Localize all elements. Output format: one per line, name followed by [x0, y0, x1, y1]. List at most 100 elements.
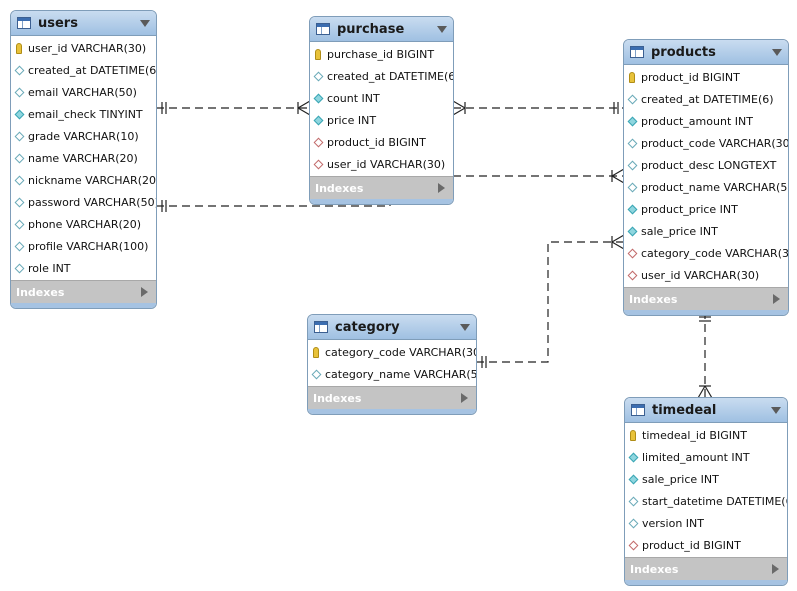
indexes-section[interactable]: Indexes: [624, 287, 788, 310]
column-row[interactable]: profile VARCHAR(100): [11, 235, 156, 257]
column-row[interactable]: category_name VARCHAR(50): [308, 363, 476, 385]
indexes-section[interactable]: Indexes: [625, 557, 787, 580]
indexes-section[interactable]: Indexes: [310, 176, 453, 199]
column-row[interactable]: grade VARCHAR(10): [11, 125, 156, 147]
column-label: grade VARCHAR(10): [28, 129, 139, 143]
column-row[interactable]: product_id BIGINT: [625, 534, 787, 556]
foreign-key-icon: [313, 137, 324, 147]
column-row[interactable]: timedeal_id BIGINT: [625, 424, 787, 446]
column-label: product_code VARCHAR(30): [641, 136, 789, 150]
one-mandatory-marker: [613, 102, 619, 114]
column-row[interactable]: start_datetime DATETIME(6): [625, 490, 787, 512]
column-row[interactable]: created_at DATETIME(6): [310, 65, 453, 87]
many-crowfoot-marker: [297, 100, 311, 116]
entity-timedeal[interactable]: timedeal timedeal_id BIGINT limited_amoun…: [624, 397, 788, 586]
primary-key-icon: [16, 42, 22, 54]
column-row[interactable]: purchase_id BIGINT: [310, 43, 453, 65]
column-row[interactable]: price INT: [310, 109, 453, 131]
entity-purchase[interactable]: purchase purchase_id BIGINT created_at DA…: [309, 16, 454, 205]
column-row[interactable]: nickname VARCHAR(200): [11, 169, 156, 191]
entity-header[interactable]: purchase: [310, 17, 453, 42]
indexes-label: Indexes: [313, 391, 362, 405]
column-row[interactable]: limited_amount INT: [625, 446, 787, 468]
column-label: timedeal_id BIGINT: [642, 428, 747, 442]
column-row[interactable]: email_check TINYINT: [11, 103, 156, 125]
column-row[interactable]: role INT: [11, 257, 156, 279]
foreign-key-icon: [627, 270, 638, 280]
column-label: password VARCHAR(50): [28, 195, 157, 209]
not-null-column-icon: [313, 115, 324, 125]
many-crowfoot-marker: [611, 234, 625, 250]
nullable-column-icon: [14, 175, 25, 185]
column-row[interactable]: sale_price INT: [624, 220, 788, 242]
column-label: user_id VARCHAR(30): [28, 41, 147, 55]
column-row[interactable]: user_id VARCHAR(30): [624, 264, 788, 286]
column-row[interactable]: phone VARCHAR(20): [11, 213, 156, 235]
entity-header[interactable]: products: [624, 40, 788, 65]
column-row[interactable]: category_code VARCHAR(30): [308, 341, 476, 363]
column-label: product_id BIGINT: [327, 135, 426, 149]
column-label: created_at DATETIME(6): [327, 69, 454, 83]
entity-bottom-bar: [11, 303, 156, 308]
nullable-column-icon: [311, 369, 322, 379]
many-crowfoot-marker: [452, 100, 466, 116]
column-row[interactable]: count INT: [310, 87, 453, 109]
column-row[interactable]: password VARCHAR(50): [11, 191, 156, 213]
collapse-arrow-icon[interactable]: [140, 19, 150, 27]
entity-bottom-bar: [625, 580, 787, 585]
not-null-column-icon: [628, 474, 639, 484]
column-row[interactable]: sale_price INT: [625, 468, 787, 490]
nullable-column-icon: [627, 182, 638, 192]
column-row[interactable]: version INT: [625, 512, 787, 534]
nullable-column-icon: [14, 87, 25, 97]
entity-category[interactable]: category category_code VARCHAR(30) catego…: [307, 314, 477, 415]
column-row[interactable]: name VARCHAR(20): [11, 147, 156, 169]
relationship-category-products[interactable]: [476, 241, 624, 363]
many-crowfoot-marker: [697, 385, 713, 399]
column-row[interactable]: product_price INT: [624, 198, 788, 220]
entity-users[interactable]: users user_id VARCHAR(30) created_at DATE…: [10, 10, 157, 309]
collapse-arrow-icon[interactable]: [772, 48, 782, 56]
column-label: email VARCHAR(50): [28, 85, 137, 99]
column-row[interactable]: created_at DATETIME(6): [624, 88, 788, 110]
entity-header[interactable]: category: [308, 315, 476, 340]
collapse-arrow-icon[interactable]: [437, 25, 447, 33]
expand-arrow-icon[interactable]: [461, 393, 468, 403]
column-row[interactable]: user_id VARCHAR(30): [11, 37, 156, 59]
column-label: name VARCHAR(20): [28, 151, 138, 165]
entity-title: users: [38, 15, 78, 31]
column-row[interactable]: created_at DATETIME(6): [11, 59, 156, 81]
indexes-label: Indexes: [629, 292, 678, 306]
indexes-section[interactable]: Indexes: [11, 280, 156, 303]
column-row[interactable]: product_name VARCHAR(50): [624, 176, 788, 198]
expand-arrow-icon[interactable]: [773, 294, 780, 304]
entity-title: timedeal: [652, 402, 717, 418]
collapse-arrow-icon[interactable]: [771, 406, 781, 414]
entity-bottom-bar: [308, 409, 476, 414]
column-row[interactable]: product_desc LONGTEXT: [624, 154, 788, 176]
table-icon: [314, 321, 328, 333]
column-row[interactable]: product_amount INT: [624, 110, 788, 132]
expand-arrow-icon[interactable]: [438, 183, 445, 193]
not-null-column-icon: [628, 452, 639, 462]
expand-arrow-icon[interactable]: [141, 287, 148, 297]
column-row[interactable]: product_id BIGINT: [310, 131, 453, 153]
nullable-column-icon: [313, 71, 324, 81]
entity-header[interactable]: users: [11, 11, 156, 36]
expand-arrow-icon[interactable]: [772, 564, 779, 574]
entity-header[interactable]: timedeal: [625, 398, 787, 423]
column-row[interactable]: category_code VARCHAR(30): [624, 242, 788, 264]
column-label: created_at DATETIME(6): [28, 63, 157, 77]
column-row[interactable]: user_id VARCHAR(30): [310, 153, 453, 175]
column-row[interactable]: email VARCHAR(50): [11, 81, 156, 103]
column-label: category_code VARCHAR(30): [325, 345, 477, 359]
column-row[interactable]: product_id BIGINT: [624, 66, 788, 88]
foreign-key-icon: [313, 159, 324, 169]
column-row[interactable]: product_code VARCHAR(30): [624, 132, 788, 154]
indexes-section[interactable]: Indexes: [308, 386, 476, 409]
collapse-arrow-icon[interactable]: [460, 323, 470, 331]
not-null-column-icon: [627, 204, 638, 214]
